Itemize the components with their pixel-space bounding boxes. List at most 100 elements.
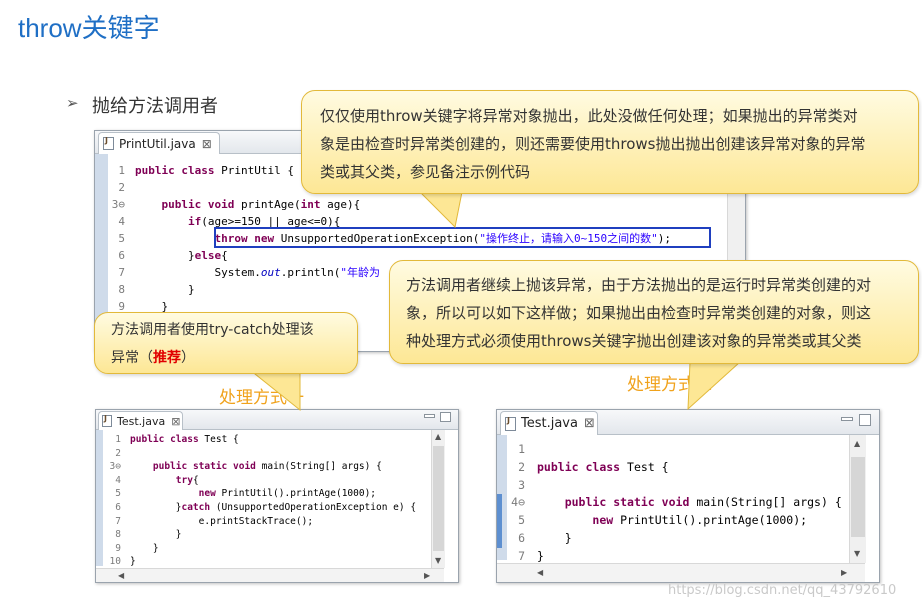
code-token: . <box>280 266 288 279</box>
line-number: 2 <box>115 447 121 459</box>
code-token: (); <box>295 515 314 527</box>
keyword-token: if <box>187 215 202 228</box>
code-token: <=0){ <box>307 215 341 228</box>
callout-text-suffix: ） <box>181 350 195 366</box>
scroll-right-icon[interactable]: ▶ <box>841 568 848 577</box>
code-token: UnsupportedOperationException <box>280 232 473 245</box>
code-token: Test <box>204 434 228 445</box>
highlight-box <box>214 227 711 248</box>
code-line: public void printAge(int age){ <box>135 196 361 213</box>
code-line: }else{ <box>135 247 228 264</box>
keyword-token: public <box>161 198 202 211</box>
line-number: 9 <box>118 300 125 313</box>
code-token: args <box>341 461 365 473</box>
scroll-left-icon[interactable]: ◀ <box>118 571 125 580</box>
maximize-icon[interactable] <box>440 412 451 422</box>
line-number: 2 <box>518 459 525 474</box>
line-number: 4 <box>118 215 125 228</box>
line-number: 4⊖ <box>511 495 525 510</box>
callout-line: 象是由检查时异常类创建的，则还需要使用throws抛出抛出创建该异常对象的异常 <box>320 135 866 153</box>
keyword-token: class <box>181 164 215 177</box>
vertical-scrollbar[interactable]: ▲ ▼ <box>431 430 445 568</box>
keyword-token: public <box>564 495 607 510</box>
code-line: try{ <box>130 474 199 488</box>
minimize-icon[interactable] <box>424 414 435 418</box>
code-token: age <box>327 198 347 211</box>
scroll-left-icon[interactable]: ◀ <box>537 568 544 577</box>
code-token: } <box>135 249 195 262</box>
gutter-marker-bar <box>95 154 108 350</box>
close-icon[interactable]: ⊠ <box>171 414 181 428</box>
line-number: 5 <box>518 513 525 528</box>
code-line: new PrintUtil().printAge(1000); <box>537 512 807 530</box>
line-number: 1 <box>115 434 121 445</box>
code-token: ( <box>284 461 291 473</box>
tab-printutil-java[interactable]: PrintUtil.java ⊠ <box>98 132 220 154</box>
callout-line: 象，所以可以如下这样做；如果抛出由检查时异常类创建的对象，则这 <box>406 304 872 322</box>
callout-line-2: 异常（推荐） <box>111 344 195 372</box>
scroll-up-icon[interactable]: ▲ <box>854 439 861 448</box>
code-token: { <box>192 474 199 486</box>
tab-test-java[interactable]: Test.java ⊠ <box>98 411 183 430</box>
editor-tabbar: Test.java ⊠ <box>96 410 458 430</box>
line-number: 1 <box>518 442 525 456</box>
line-number: 6 <box>115 502 121 513</box>
callout-left: 方法调用者使用try-catch处理该 异常（推荐） <box>94 312 358 374</box>
code-line: } <box>130 542 159 556</box>
maximize-icon[interactable] <box>859 414 871 426</box>
code-token: { <box>654 459 669 474</box>
code-token: ( <box>201 215 208 228</box>
scroll-down-icon[interactable]: ▼ <box>854 549 861 558</box>
scroll-right-icon[interactable]: ▶ <box>424 571 431 580</box>
code-token: printAge <box>703 513 759 528</box>
horizontal-scrollbar[interactable]: ◀ ▶ <box>96 568 444 582</box>
code-token: . <box>204 515 211 527</box>
scroll-up-icon[interactable]: ▲ <box>435 432 442 441</box>
code-token: String <box>730 495 773 510</box>
keyword-token: new <box>254 232 275 245</box>
line-number: 9 <box>115 542 121 554</box>
code-token: PrintUtil <box>221 488 274 500</box>
tab-test-java[interactable]: Test.java ⊠ <box>500 411 598 435</box>
minimize-icon[interactable] <box>841 417 853 421</box>
watermark: https://blog.csdn.net/qq_43792610 <box>668 583 897 598</box>
code-token: ) { <box>820 495 842 510</box>
keyword-token: static <box>613 495 655 510</box>
callout-text-prefix: 异常（ <box>111 350 153 366</box>
scrollbar-thumb[interactable] <box>433 446 444 551</box>
code-line: throw new UnsupportedOperationException(… <box>135 230 671 247</box>
keyword-token: public <box>130 434 165 445</box>
code-line: System.out.println("年龄为 <box>135 264 379 281</box>
close-icon[interactable]: ⊠ <box>201 136 212 151</box>
code-token: } <box>135 300 169 313</box>
tab-label: Test.java <box>117 414 166 428</box>
code-line: public class Test { <box>130 433 239 447</box>
keyword-token: public <box>135 164 175 177</box>
keyword-token: void <box>207 198 235 211</box>
code-token: } <box>537 531 572 545</box>
vertical-scrollbar[interactable]: ▲ ▼ <box>849 435 866 563</box>
callout-top: 仅仅使用throw关键字将异常对象抛出，此处没做任何处理；如果抛出的异常类对 象… <box>301 90 919 194</box>
keyword-token: else <box>194 249 222 262</box>
callout-line: 种处理方式必须使用throws关键字抛出创建该对象的异常类或其父类 <box>406 332 862 350</box>
code-token: } <box>130 556 136 568</box>
line-number: 7 <box>115 515 121 527</box>
line-number: 3 <box>518 477 525 492</box>
right-callout-pointer <box>687 361 742 411</box>
field-token: out <box>260 266 281 279</box>
code-token: ); <box>657 232 672 245</box>
editor-tabbar: Test.java ⊠ <box>497 410 879 435</box>
scroll-down-icon[interactable]: ▼ <box>435 556 442 565</box>
code-token: . <box>254 266 261 279</box>
line-number: 3⊖ <box>109 461 121 473</box>
code-token: ( <box>210 502 222 513</box>
close-icon[interactable]: ⊠ <box>583 416 595 431</box>
scrollbar-thumb[interactable] <box>851 457 865 537</box>
line-number: 6 <box>518 531 525 545</box>
keyword-token: void <box>661 495 690 510</box>
horizontal-scrollbar[interactable]: ◀ ▶ <box>497 563 865 582</box>
keyword-token: int <box>300 198 321 211</box>
tab-label: PrintUtil.java <box>119 136 196 151</box>
code-line: }catch (UnsupportedOperationException e)… <box>130 501 416 515</box>
string-literal: "操作终止，请输入0~150之间的数" <box>479 232 658 245</box>
